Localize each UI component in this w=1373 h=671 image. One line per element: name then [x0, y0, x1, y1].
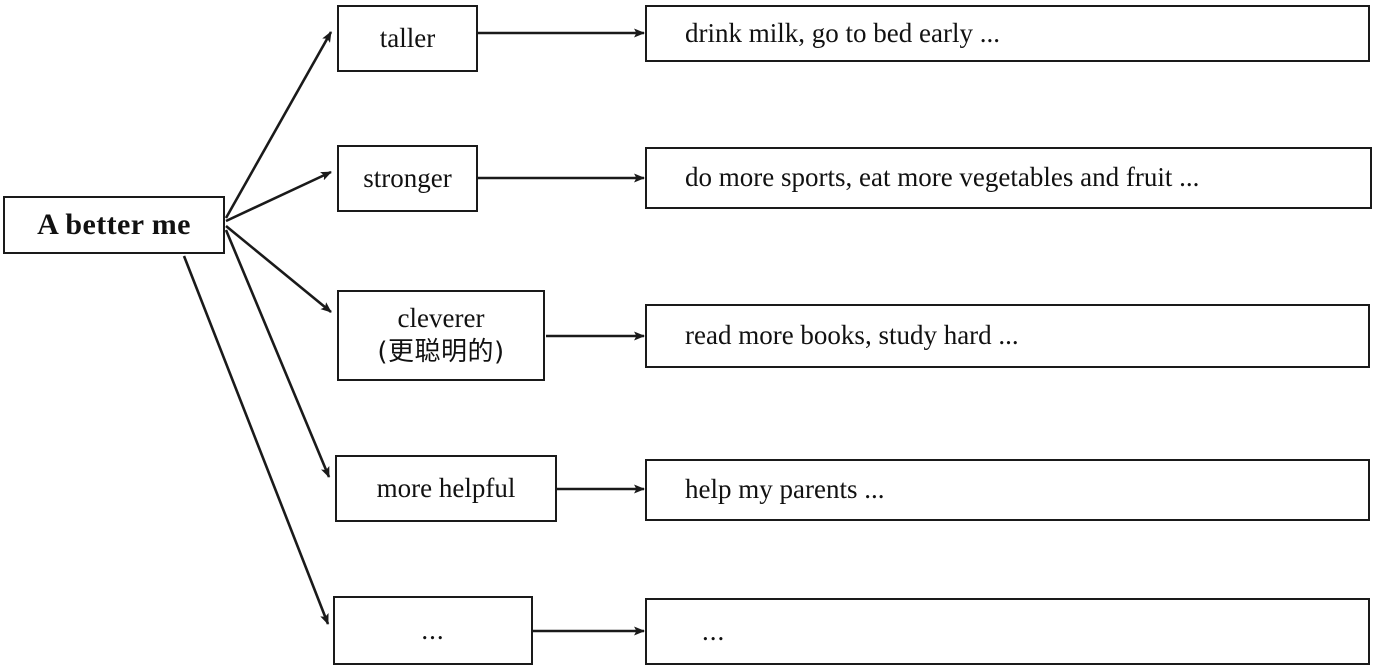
branch-node-taller[interactable]: taller — [337, 5, 478, 72]
branch-node-stronger[interactable]: stronger — [337, 145, 478, 212]
detail-node-cleverer[interactable]: read more books, study hard ... — [645, 304, 1370, 368]
branch-node-cleverer-sublabel: (更聪明的) — [377, 337, 505, 368]
branch-node-cleverer-label: cleverer — [397, 303, 485, 334]
branch-node-stronger-stack: stronger — [363, 163, 451, 195]
arrow-root-to-stronger — [225, 170, 332, 223]
branch-node-taller-label: taller — [379, 22, 436, 53]
root-node[interactable]: A better me — [3, 196, 225, 254]
arrow-root-to-more — [182, 255, 330, 625]
arrow-root-to-more-helpful — [224, 229, 331, 478]
detail-node-more-text: ... — [702, 615, 726, 646]
detail-node-stronger-text: do more sports, eat more vegetables and … — [685, 162, 1200, 193]
detail-node-stronger[interactable]: do more sports, eat more vegetables and … — [645, 147, 1372, 209]
detail-node-taller-text: drink milk, go to bed early ... — [685, 17, 1000, 48]
detail-node-more-helpful[interactable]: help my parents ... — [645, 459, 1370, 521]
arrow-root-to-taller — [224, 31, 333, 219]
branch-node-more-label: ... — [421, 614, 445, 645]
branch-node-more-helpful-label: more helpful — [376, 472, 516, 503]
branch-node-cleverer-stack: cleverer (更聪明的) — [377, 303, 504, 368]
branch-node-stronger-label: stronger — [363, 162, 452, 193]
root-node-label: A better me — [37, 208, 191, 242]
branch-node-more-helpful[interactable]: more helpful — [335, 455, 557, 522]
arrow-root-to-cleverer — [225, 224, 332, 314]
branch-node-cleverer[interactable]: cleverer (更聪明的) — [337, 290, 545, 381]
detail-node-taller[interactable]: drink milk, go to bed early ... — [645, 5, 1370, 62]
branch-node-more-helpful-stack: more helpful — [377, 473, 516, 505]
branch-node-taller-stack: taller — [380, 23, 435, 55]
branch-node-more[interactable]: ... — [333, 596, 533, 665]
detail-node-more-helpful-text: help my parents ... — [685, 474, 885, 505]
detail-node-more[interactable]: ... — [645, 598, 1370, 665]
detail-node-cleverer-text: read more books, study hard ... — [685, 320, 1019, 351]
